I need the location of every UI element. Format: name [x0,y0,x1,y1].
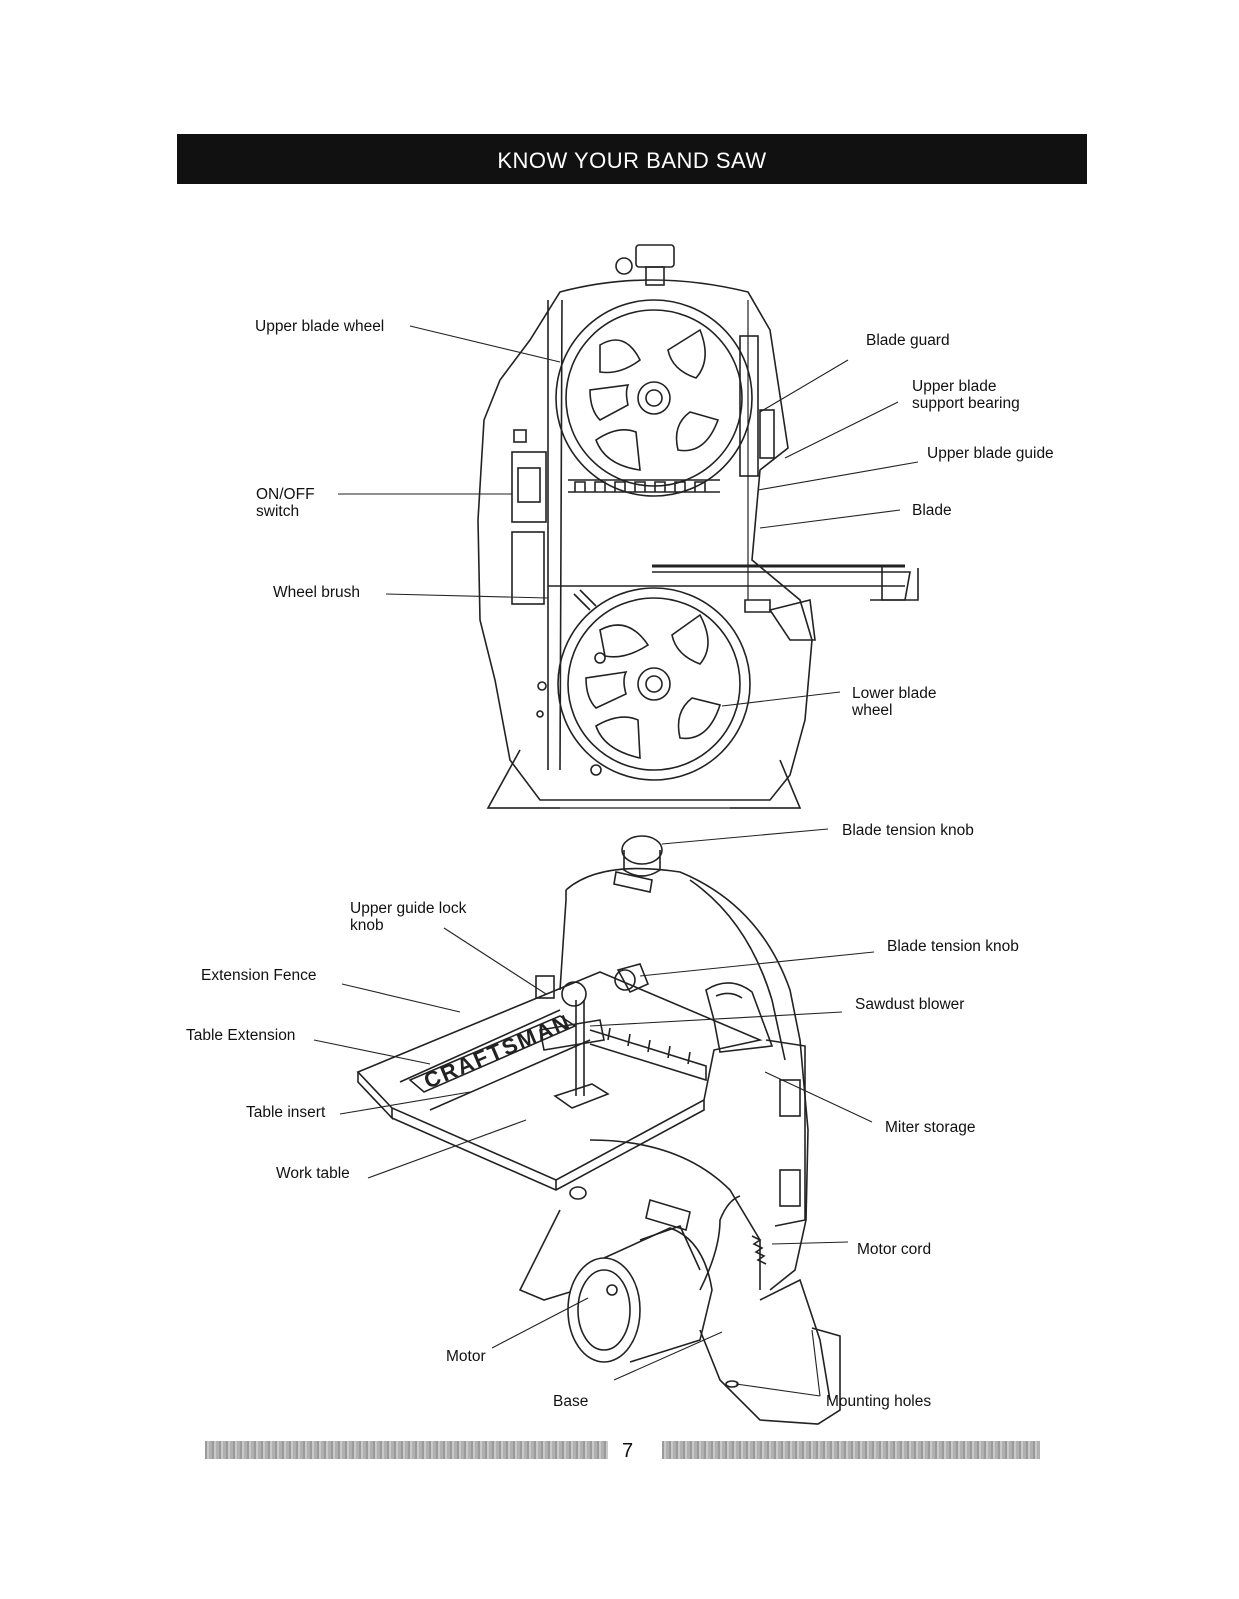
lower-wheel-drawing [558,588,750,780]
top-tension-knob [636,245,674,267]
footer-bar-left [205,1441,608,1459]
label-extension-fence: Extension Fence [201,967,316,984]
label-wheel-brush: Wheel brush [273,584,360,601]
label-work-table: Work table [276,1165,350,1182]
label-blade: Blade [912,502,952,519]
label-motor: Motor [446,1348,486,1365]
label-blade-tension-knob-top: Blade tension knob [842,822,974,839]
page-number: 7 [622,1440,633,1463]
label-sawdust-blower: Sawdust blower [855,996,964,1013]
label-upper-guide-lock-knob: Upper guide lock knob [350,900,466,934]
label-blade-guard: Blade guard [866,332,950,349]
top-leader-lines [338,326,918,706]
label-upper-blade-guide: Upper blade guide [927,445,1054,462]
upper-wheel-drawing [556,300,752,496]
label-table-insert: Table insert [246,1104,325,1121]
footer-bar-right [662,1441,1040,1459]
label-on-off-switch: ON/OFF switch [256,486,315,520]
label-lower-blade-wheel: Lower blade wheel [852,685,936,719]
label-upper-blade-support-bearing: Upper blade support bearing [912,378,1020,412]
label-motor-cord: Motor cord [857,1241,931,1258]
top-saw-illustration [478,245,918,808]
label-blade-tension-knob-side: Blade tension knob [887,938,1019,955]
motor-drawing [568,1196,740,1362]
label-upper-blade-wheel: Upper blade wheel [255,318,384,335]
label-miter-storage: Miter storage [885,1119,975,1136]
label-mounting-holes: Mounting holes [826,1393,931,1410]
label-table-extension: Table Extension [186,1027,295,1044]
label-base: Base [553,1393,588,1410]
bottom-tension-knob [622,836,662,864]
